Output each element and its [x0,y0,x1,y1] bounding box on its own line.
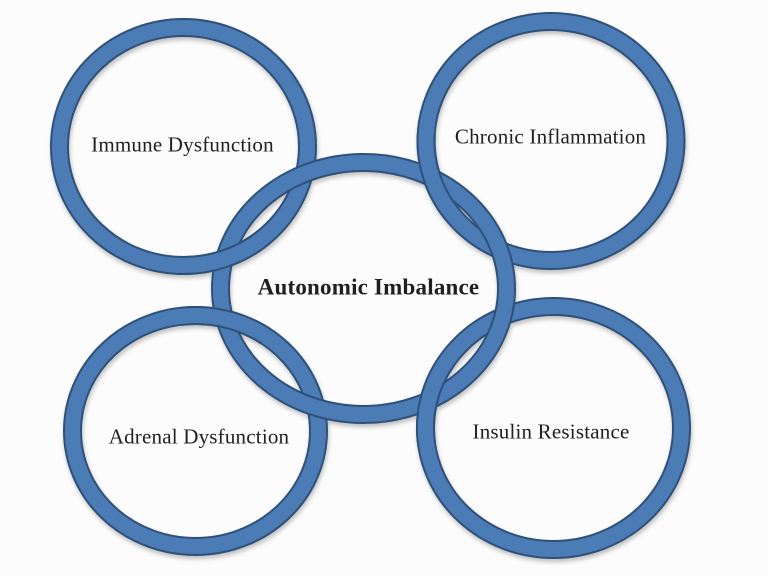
weave-insulin-band [418,346,460,460]
weave-adrenal-band [166,308,281,350]
weave-overlay-adrenal [166,306,281,350]
weave-immune-band [165,223,278,273]
label-adrenal-dysfunction: Adrenal Dysfunction [108,424,290,449]
weave-chronic-band [418,121,467,230]
label-chronic-inflammation: Chronic Inflammation [454,124,647,149]
label-insulin-resistance: Insulin Resistance [472,419,630,444]
weave-overlay-insulin [415,346,460,460]
weave-overlay-chronic [416,121,467,230]
ring-autonomic-imbalance [211,153,516,424]
weave-overlay-immune [165,223,278,275]
rings-group [50,12,691,559]
label-immune-dysfunction: Immune Dysfunction [91,132,274,157]
ring-autonomic-band [213,155,514,422]
label-autonomic-imbalance: Autonomic Imbalance [257,274,480,300]
